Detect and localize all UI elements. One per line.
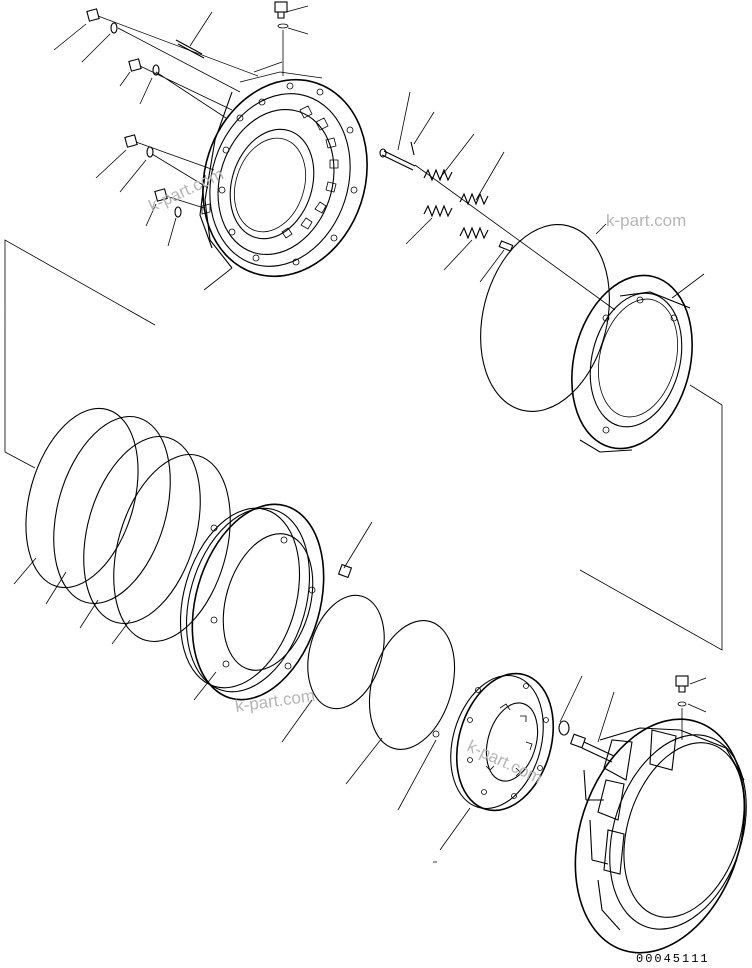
watermark-1: k-part.com	[146, 164, 227, 215]
flange-ring	[571, 274, 693, 453]
piston	[179, 503, 325, 701]
drawing-code: 00045111	[636, 952, 710, 966]
leader-lines	[13, 5, 707, 851]
bolt-and-washer-set-left	[86, 8, 259, 218]
group-bracket	[4, 239, 723, 651]
washer-and-bolt	[558, 720, 615, 763]
brake-housing	[574, 675, 747, 954]
top-bolt	[274, 1, 289, 76]
o-ring-medium	[368, 620, 456, 750]
large-o-ring-upper	[480, 224, 610, 412]
watermark-2: k-part.com	[606, 211, 686, 230]
watermark-4: k-part.com	[464, 736, 545, 787]
snap-rings	[25, 407, 231, 643]
carrier-housing	[199, 71, 368, 278]
retainer-plate	[432, 672, 555, 812]
nut	[337, 563, 353, 579]
pin-and-springs	[379, 141, 616, 311]
o-ring-small	[307, 594, 385, 710]
